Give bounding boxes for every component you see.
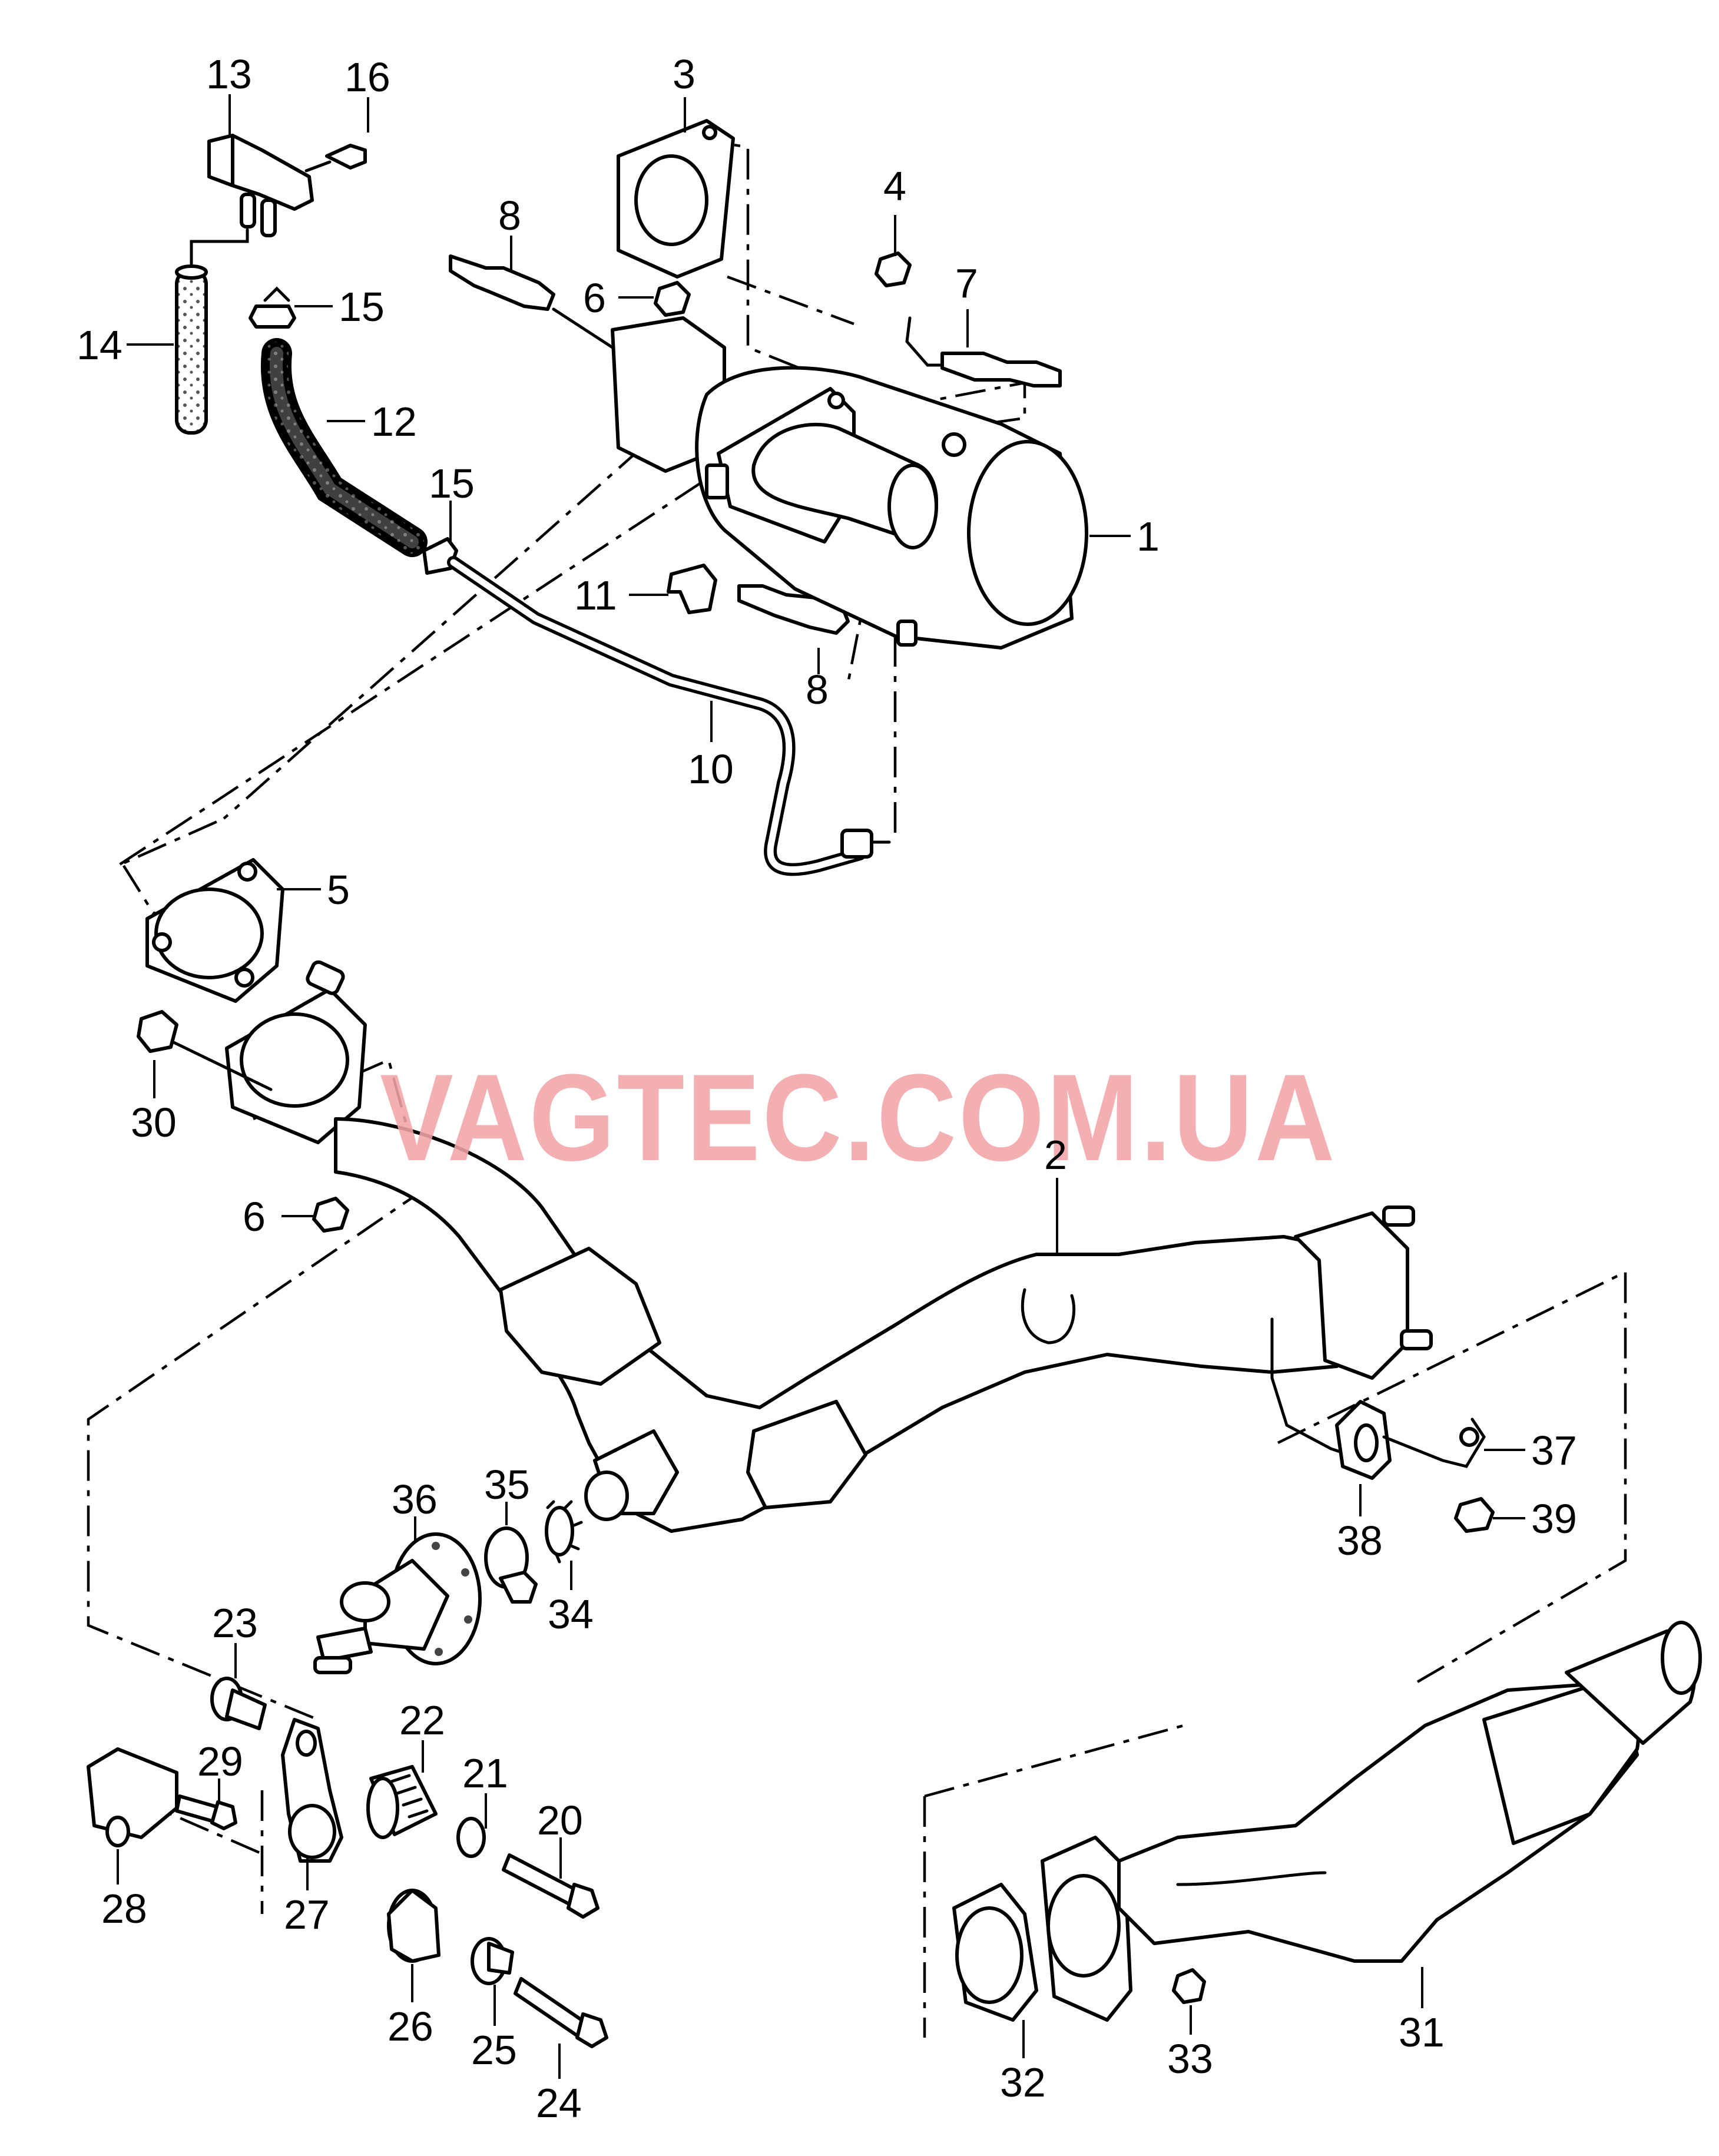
rubber-26 <box>387 1889 440 1963</box>
callout-23: 23 <box>212 1600 258 1646</box>
bracket-37 <box>1382 1418 1486 1468</box>
callout-28: 28 <box>101 1886 147 1932</box>
bolt-29 <box>175 1794 237 1830</box>
callout-6a: 6 <box>583 275 606 321</box>
flange-31 <box>1041 1836 1132 2022</box>
callout-36: 36 <box>392 1476 438 1522</box>
callout-33: 33 <box>1167 2036 1213 2082</box>
pressure-sensor-13 <box>207 134 367 237</box>
callout-7: 7 <box>955 260 978 306</box>
callout-labels: 1 2 3 4 5 6 6 7 8 8 10 11 12 13 14 15 15… <box>77 51 1577 2126</box>
callout-3: 3 <box>673 51 695 97</box>
callout-22: 22 <box>399 1697 445 1743</box>
callout-15b: 15 <box>429 461 475 506</box>
bolt-20 <box>502 1853 600 1919</box>
callout-31: 31 <box>1399 2009 1445 2055</box>
particulate-filter-1 <box>611 316 1088 650</box>
lambda-sensor-8-bottom <box>737 584 850 635</box>
front-pipe-2 <box>334 1117 1433 1533</box>
callout-26: 26 <box>387 2003 433 2049</box>
nut-6-top <box>654 281 691 317</box>
hose-12 <box>260 338 428 557</box>
spring-22 <box>366 1765 438 1839</box>
callout-15a: 15 <box>339 284 385 330</box>
downpipe-flange <box>225 960 367 1144</box>
callout-5: 5 <box>327 867 350 913</box>
callout-30: 30 <box>131 1099 177 1145</box>
washer-21 <box>456 1817 486 1858</box>
callout-4: 4 <box>883 163 906 209</box>
bolt-23 <box>210 1677 267 1730</box>
callout-11: 11 <box>574 572 617 618</box>
nut-6-lower <box>312 1197 349 1233</box>
hose-14 <box>175 228 249 435</box>
clip-11 <box>667 564 717 614</box>
callout-39: 39 <box>1531 1496 1577 1542</box>
watermark: VAGTEC.COM.UA <box>380 1048 1337 1187</box>
callout-8b: 8 <box>806 667 829 713</box>
washer-25 <box>471 1937 514 1985</box>
gasket-5 <box>145 858 284 1003</box>
ring-34 <box>545 1500 583 1564</box>
gasket-35 <box>484 1526 538 1604</box>
bracket-28 <box>87 1747 178 1847</box>
callout-6b: 6 <box>243 1194 266 1240</box>
callout-29: 29 <box>197 1738 243 1784</box>
callout-25: 25 <box>471 2027 517 2073</box>
callout-16: 16 <box>345 54 390 100</box>
clamp-15-top <box>249 286 296 329</box>
catalytic-converter-31 <box>1117 1621 1702 1963</box>
callout-35: 35 <box>484 1462 530 1508</box>
lambda-sensor-8-top <box>449 254 614 349</box>
nut-4 <box>875 251 912 287</box>
callout-34: 34 <box>548 1591 594 1637</box>
gasket-3 <box>617 119 735 279</box>
callout-14: 14 <box>77 322 122 368</box>
callout-8a: 8 <box>498 193 521 239</box>
callout-37: 37 <box>1531 1428 1577 1473</box>
callout-38: 38 <box>1337 1518 1383 1564</box>
gasket-32 <box>952 1883 1038 2022</box>
sensor-7 <box>905 316 1062 388</box>
callout-32: 32 <box>1000 2059 1046 2105</box>
leader-lines <box>117 94 1525 2079</box>
nut-33 <box>1172 1968 1206 2004</box>
hanger-38 <box>1335 1400 1392 1480</box>
callout-1: 1 <box>1137 514 1160 559</box>
pipe-10 <box>447 556 891 876</box>
callout-27: 27 <box>284 1892 330 1938</box>
callout-2: 2 <box>1044 1132 1067 1178</box>
callout-24: 24 <box>536 2080 582 2126</box>
callout-12: 12 <box>371 399 417 445</box>
sensor-flange-36 <box>313 1532 482 1674</box>
nut-39 <box>1454 1497 1495 1533</box>
callout-13: 13 <box>206 51 252 97</box>
bolt-24 <box>514 1977 608 2048</box>
callout-10: 10 <box>688 746 734 792</box>
nut-30 <box>137 1010 273 1091</box>
bracket-27 <box>281 1718 343 1863</box>
callout-20: 20 <box>537 1797 583 1843</box>
callout-21: 21 <box>462 1750 508 1796</box>
